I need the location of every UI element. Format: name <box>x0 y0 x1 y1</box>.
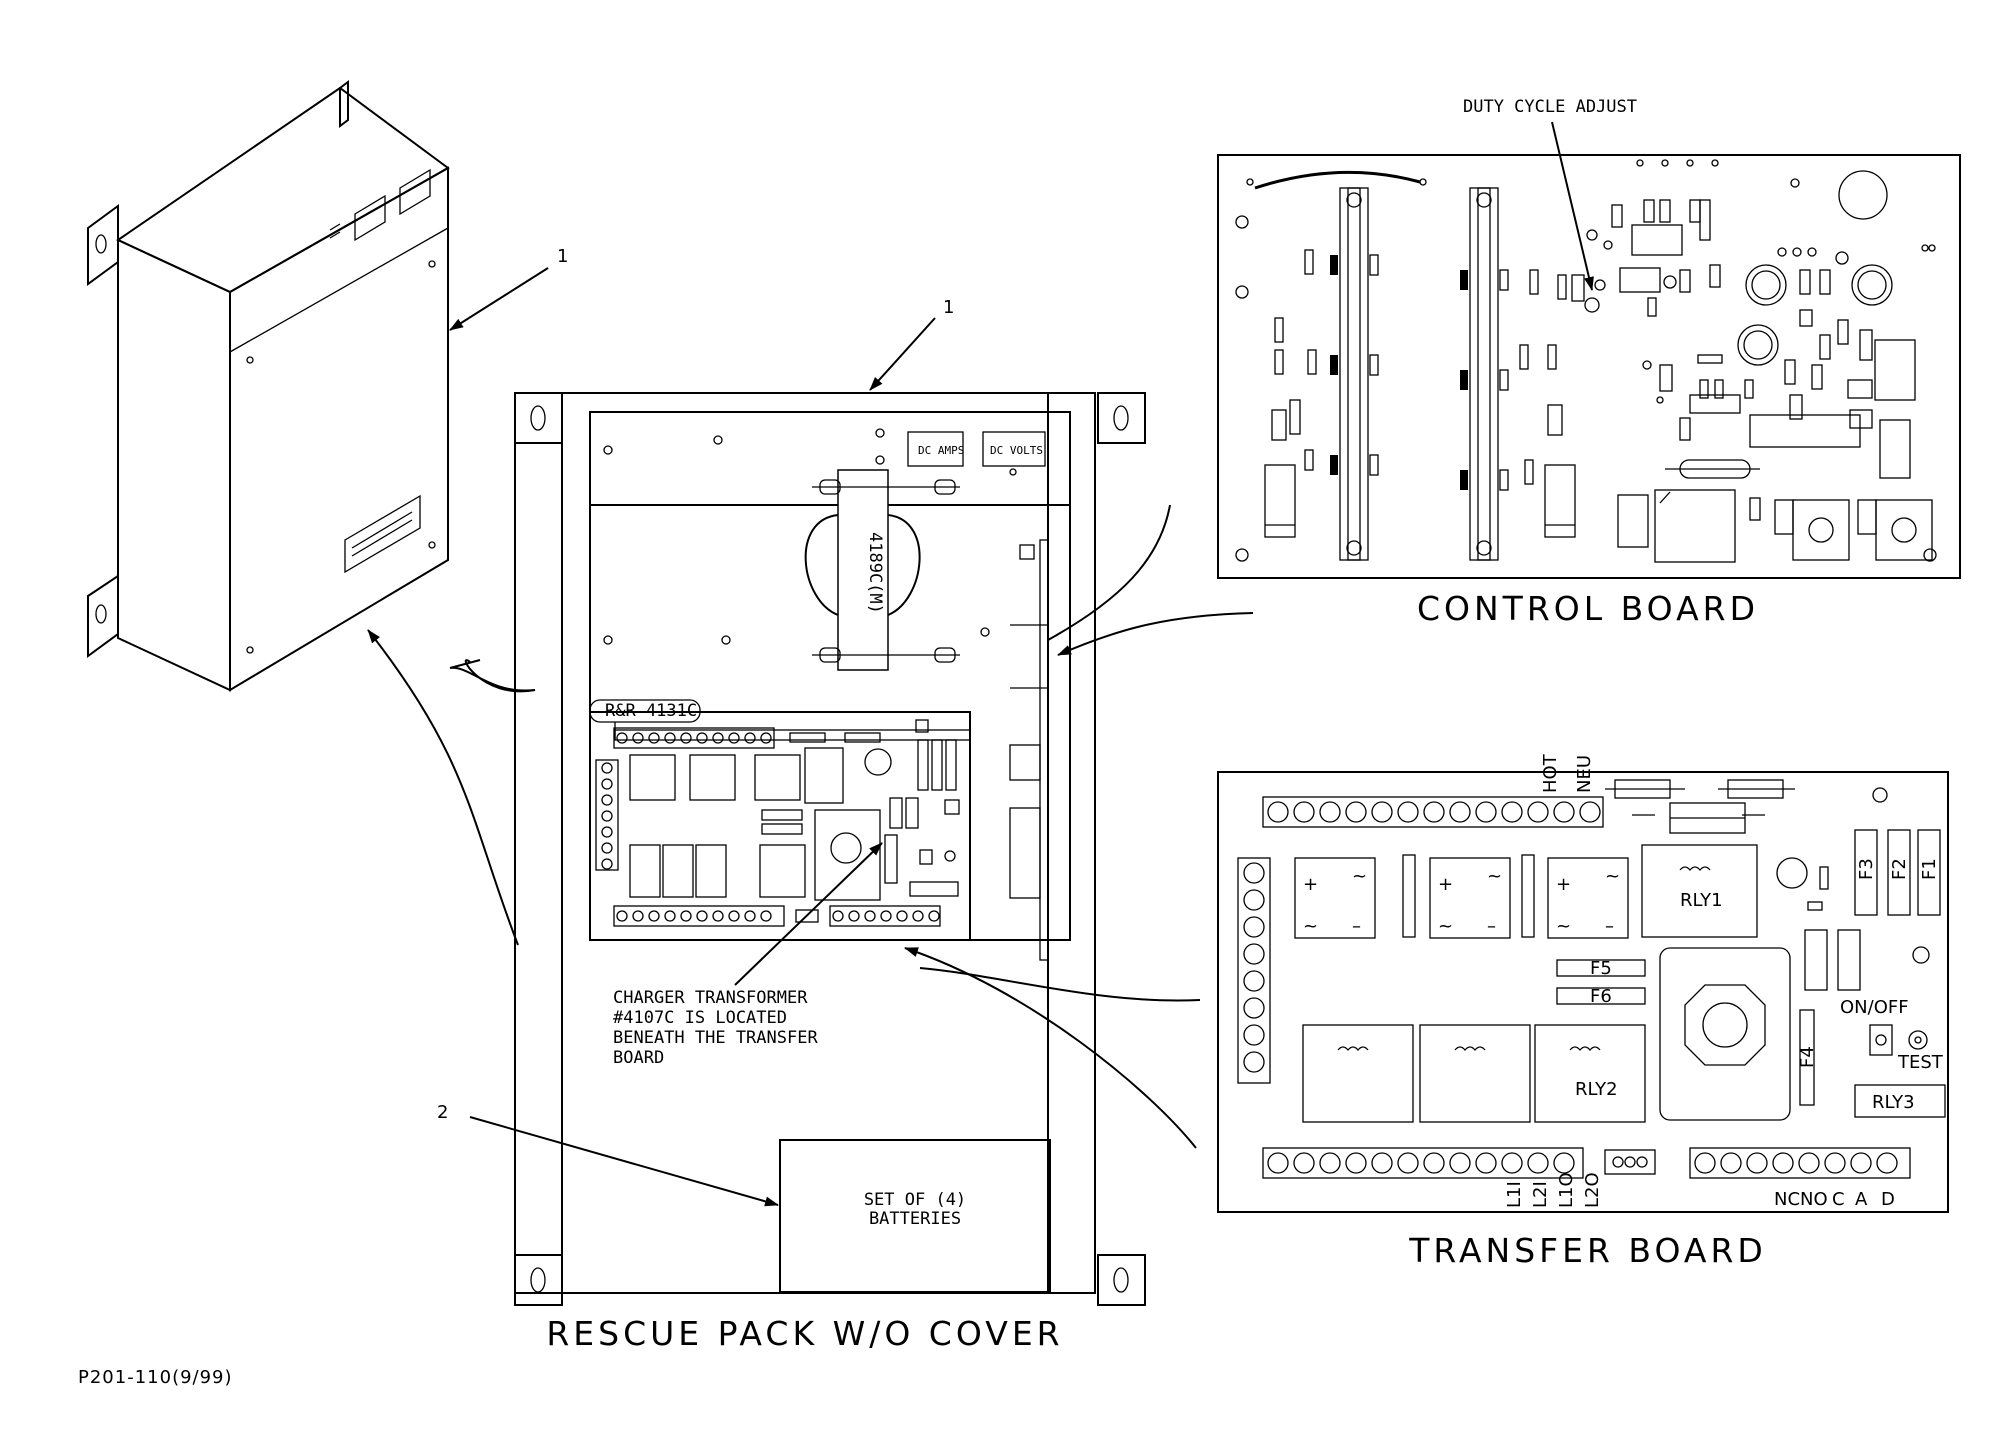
transfer-bottom-terminal-strip-right <box>1689 1147 1911 1179</box>
bridge2-tilde-top: ~ <box>1487 866 1502 887</box>
bridge3-minus: – <box>1605 916 1614 937</box>
dc-amps-label: DC AMPS <box>918 444 964 457</box>
f3-label: F3 <box>1856 858 1877 880</box>
callout-1-enclosure: 1 <box>557 246 568 267</box>
transfer-board-title: TRANSFER BOARD <box>1408 1231 1767 1270</box>
test-label: TEST <box>1897 1052 1944 1073</box>
flow-arrow-control-to-pack <box>1057 612 1254 656</box>
mini-terminal-row-bottom <box>613 905 941 927</box>
rly3-label: RLY3 <box>1872 1092 1915 1113</box>
bridge2-minus: – <box>1487 916 1496 937</box>
batteries-label-line2: BATTERIES <box>869 1209 961 1229</box>
rr-part-label: R&R 4131C <box>605 701 697 721</box>
f4-label: F4 <box>1797 1046 1818 1068</box>
control-board-title: CONTROL BOARD <box>1417 589 1759 628</box>
rly2-label: RLY2 <box>1575 1079 1618 1100</box>
bridge2-plus: + <box>1438 874 1453 895</box>
callout-2-arrow <box>469 1116 779 1207</box>
f2-label: F2 <box>1889 858 1910 880</box>
flow-curve-transfer <box>919 967 1201 1002</box>
terminal-l2o-label: L2O <box>1582 1172 1603 1208</box>
terminal-nc-label: NC <box>1774 1189 1800 1210</box>
terminal-l2i-label: L2I <box>1530 1181 1551 1208</box>
bridge1-plus: + <box>1303 874 1318 895</box>
duty-cycle-leader <box>1551 121 1594 291</box>
duty-cycle-label: DUTY CYCLE ADJUST <box>1463 97 1637 117</box>
transfer-left-terminal-strip <box>1237 857 1271 1084</box>
rescue-pack-panel <box>514 392 1146 1306</box>
callout-1-rescue-pack: 1 <box>943 297 954 318</box>
f5-label: F5 <box>1590 958 1612 979</box>
transfer-top-terminal-strip <box>1262 796 1604 828</box>
charger-note-line1: CHARGER TRANSFORMER <box>613 988 808 1008</box>
rly1-label: RLY1 <box>1680 890 1723 911</box>
transformer-part-label: 4189C(M) <box>865 532 885 614</box>
charger-note-leader <box>734 842 883 986</box>
mini-terminal-row-top <box>613 727 775 749</box>
f6-label: F6 <box>1590 986 1612 1007</box>
on-off-label: ON/OFF <box>1840 997 1909 1018</box>
terminal-a-label: A <box>1855 1189 1868 1210</box>
f1-label: F1 <box>1919 858 1940 880</box>
enclosure-isometric <box>87 80 450 692</box>
callout-1b-arrow <box>869 317 936 391</box>
neu-label: NEU <box>1574 755 1595 793</box>
flow-curve-control <box>1047 504 1171 641</box>
transfer-board-drawing <box>1217 771 1949 1213</box>
charger-note-line2: #4107C IS LOCATED <box>613 1008 787 1028</box>
mini-terminal-col-left <box>595 759 619 871</box>
flow-arrow-to-enclosure <box>367 629 519 946</box>
rescue-pack-title: RESCUE PACK W/O COVER <box>546 1314 1063 1353</box>
transfer-bottom-terminal-strip-left <box>1262 1147 1584 1179</box>
charger-note-line3: BENEATH THE TRANSFER <box>613 1028 818 1048</box>
terminal-l1i-label: L1I <box>1504 1181 1525 1208</box>
terminal-d-label: D <box>1881 1189 1895 1210</box>
bridge1-minus: – <box>1352 916 1361 937</box>
bridge1-tilde-bottom: ~ <box>1303 916 1318 937</box>
flow-arrow-transfer-to-pack <box>904 947 1197 1149</box>
bridge2-tilde-bottom: ~ <box>1438 916 1453 937</box>
callout-2: 2 <box>437 1102 448 1123</box>
drawing-id: P201-110(9/99) <box>78 1367 233 1388</box>
bridge1-tilde-top: ~ <box>1352 866 1367 887</box>
terminal-c-label: C <box>1832 1189 1845 1210</box>
control-board-drawing <box>1217 154 1961 579</box>
terminal-no-label: NO <box>1800 1189 1828 1210</box>
dc-volts-label: DC VOLTS <box>990 444 1043 457</box>
charger-note-line4: BOARD <box>613 1048 664 1068</box>
hot-label: HOT <box>1540 753 1561 793</box>
batteries-label-line1: SET OF (4) <box>864 1190 966 1210</box>
bridge3-plus: + <box>1556 874 1571 895</box>
terminal-l1o-label: L1O <box>1556 1172 1577 1208</box>
bridge3-tilde-bottom: ~ <box>1556 916 1571 937</box>
bridge3-tilde-top: ~ <box>1605 866 1620 887</box>
callout-1-arrow <box>449 267 549 331</box>
